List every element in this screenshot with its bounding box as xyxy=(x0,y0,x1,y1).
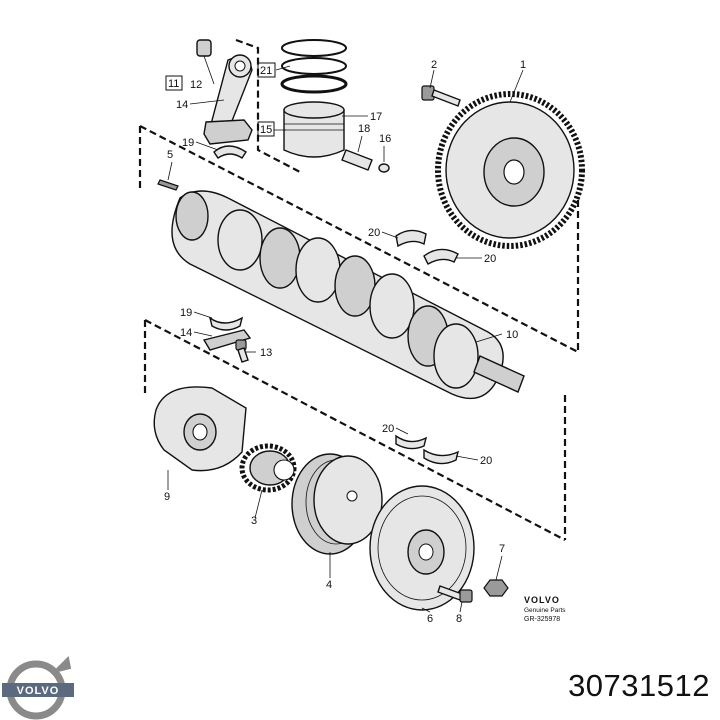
pulley-bolt xyxy=(437,585,473,603)
timing-gear xyxy=(239,443,297,493)
callout-11-box: 11 xyxy=(165,75,183,91)
piston-rings xyxy=(280,39,348,94)
brand-caption: Genuine Parts xyxy=(524,607,566,614)
callout-16: 16 xyxy=(379,133,391,145)
diagram-reference: GR-325978 xyxy=(524,616,560,623)
callout-15: 15 xyxy=(260,124,272,136)
small-end-bushing xyxy=(196,39,212,57)
oil-pump-cover xyxy=(153,386,247,472)
flywheel-bolt xyxy=(421,85,461,107)
main-bearing-shell-upper-b xyxy=(423,248,459,265)
piston-pin xyxy=(341,149,390,173)
callout-12: 12 xyxy=(190,79,202,91)
callout-20-upper-left: 20 xyxy=(368,227,380,239)
main-bearing-shell-lower-b xyxy=(423,448,460,465)
crankshaft-pulley xyxy=(291,453,383,555)
callout-19-top: 19 xyxy=(182,137,194,149)
callout-18: 18 xyxy=(358,123,370,135)
logo-wordmark: VOLVO xyxy=(17,685,60,697)
dashed-assembly-frames xyxy=(138,38,580,541)
callout-3: 3 xyxy=(251,515,257,527)
part-number: 30731512 xyxy=(568,668,710,703)
piston xyxy=(283,101,345,158)
connecting-rod xyxy=(196,39,253,145)
callout-20-lower-left: 20 xyxy=(382,423,394,435)
callout-5: 5 xyxy=(167,149,173,161)
callout-17: 17 xyxy=(370,111,382,123)
callout-20-lower-right: 20 xyxy=(480,455,492,467)
crankshaft-nose xyxy=(473,355,525,393)
rod-bearing-shell-upper xyxy=(213,145,247,159)
rod-bearing-shell-lower xyxy=(208,316,244,331)
callout-2: 2 xyxy=(431,59,437,71)
callout-7: 7 xyxy=(499,543,505,555)
callout-10: 10 xyxy=(506,329,518,341)
callout-labels: 1 2 3 4 5 6 7 8 9 10 11 12 13 14 14 15 1… xyxy=(164,59,526,625)
callout-21-box: 21 xyxy=(257,62,276,78)
brand-wordmark: VOLVO xyxy=(524,595,560,605)
dowel-pin xyxy=(157,179,179,191)
volvo-logo: VOLVO xyxy=(2,655,74,720)
callout-21: 21 xyxy=(260,65,272,77)
crankshaft-nut xyxy=(483,579,509,597)
flywheel xyxy=(435,91,585,249)
main-bearing-shell-upper-a xyxy=(395,229,427,248)
main-bearing-shell-lower-a xyxy=(395,434,428,450)
leader-lines xyxy=(167,55,524,613)
callout-8: 8 xyxy=(456,613,462,625)
callout-6: 6 xyxy=(427,613,433,625)
callout-15-box: 15 xyxy=(257,121,275,137)
callout-1: 1 xyxy=(520,59,526,71)
callout-14-top: 14 xyxy=(176,99,188,111)
rod-big-end xyxy=(203,119,253,145)
callout-4: 4 xyxy=(326,579,332,591)
callout-19-bottom: 19 xyxy=(180,307,192,319)
rod-cap xyxy=(202,329,252,351)
callout-20-upper-right: 20 xyxy=(484,253,496,265)
callout-14-bottom: 14 xyxy=(180,327,192,339)
callout-13: 13 xyxy=(260,347,272,359)
damper-disc xyxy=(369,485,475,611)
rod-cap-bolt xyxy=(235,339,249,363)
callout-9: 9 xyxy=(164,491,170,503)
callout-11: 11 xyxy=(168,78,179,90)
brand-reference-block: VOLVO Genuine Parts GR-325978 xyxy=(524,595,566,623)
crankshaft xyxy=(171,190,525,400)
